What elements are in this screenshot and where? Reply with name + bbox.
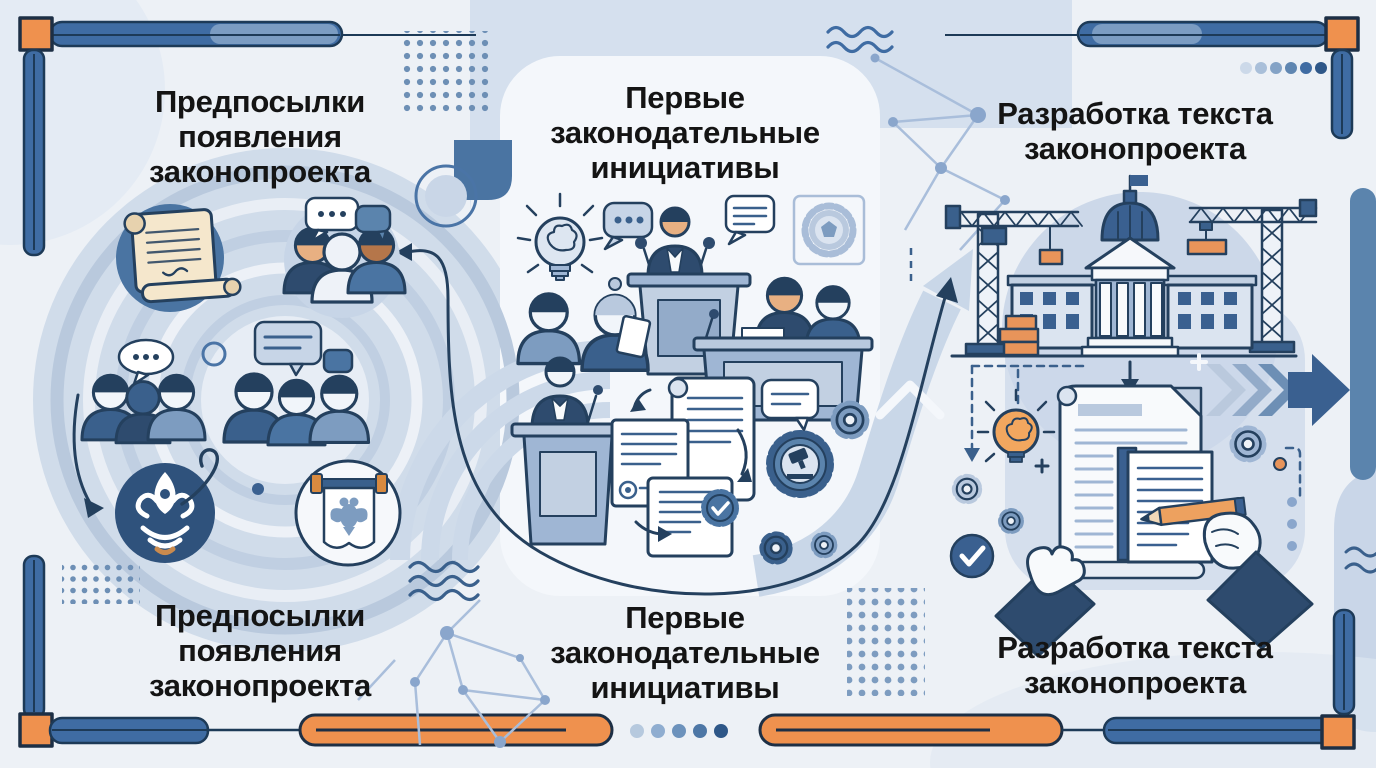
document-icon	[667, 376, 756, 502]
wave-lines-top	[826, 25, 894, 54]
double-eagle-icon	[330, 497, 368, 536]
progress-dots-bottom	[630, 724, 728, 738]
gear-icon	[835, 405, 864, 434]
hands-writing	[994, 496, 1314, 658]
small-dot-deco	[252, 483, 264, 495]
seal-badge-icon	[792, 194, 866, 266]
decorations	[62, 25, 1376, 748]
speech-bubble-icon	[602, 201, 654, 251]
pencil-icon	[1140, 496, 1247, 527]
speech-bubble-icon	[304, 196, 360, 243]
left-hand	[1026, 545, 1086, 597]
gear-icon	[763, 535, 788, 560]
construction-crane-icon	[1186, 198, 1318, 354]
lightbulb-icon	[976, 388, 1056, 474]
discussion-group-middle	[222, 320, 371, 447]
stage3-illustration	[944, 174, 1350, 658]
wave-lines-middle	[408, 560, 480, 602]
dot-column-right	[1287, 497, 1297, 551]
brick-stack-icon	[998, 314, 1040, 357]
frame	[18, 16, 1376, 750]
speech-bubble-icon	[117, 338, 175, 386]
orange-dot	[1273, 457, 1287, 471]
sparkle-icon	[1190, 353, 1208, 371]
dot-grid-bottom-left	[62, 564, 140, 604]
check-seal-icon	[701, 489, 739, 527]
discussion-group-left	[80, 338, 207, 445]
document-draft	[1052, 384, 1214, 580]
stage2-title-top: Первые законодательные инициативы	[550, 80, 820, 186]
speech-bubble-icon	[354, 204, 392, 244]
government-building-icon	[950, 174, 1298, 358]
dot-grid-bottom-middle	[847, 588, 925, 696]
stage1-title-bottom: Предпосылки появления законопроекта	[149, 598, 371, 704]
chevron-arrows-icon	[1206, 354, 1350, 426]
wave-lines-right-edge	[1344, 546, 1376, 574]
frame-corner-top-right	[1324, 16, 1360, 52]
approval-stamp-icon	[766, 430, 834, 498]
document-stack	[610, 376, 756, 558]
frame-corner-top-left	[18, 16, 54, 52]
circle-outline-deco	[414, 164, 478, 228]
frame-corner-bottom-right	[1320, 714, 1356, 750]
stage2-illustration	[510, 192, 874, 561]
document-icon	[646, 476, 739, 558]
right-hand	[1202, 511, 1262, 570]
dashed-guides	[970, 364, 1302, 500]
scroll-icon	[116, 204, 242, 312]
speech-bubble-icon	[724, 194, 776, 246]
listener-woman-clipboard	[580, 277, 652, 372]
gear-icon	[956, 478, 979, 501]
network-graph-bottom-left	[357, 599, 550, 748]
stage1-title-top: Предпосылки появления законопроекта	[149, 84, 371, 190]
stage2-title-bottom: Первые законодательные инициативы	[550, 600, 820, 706]
flag-icon	[1130, 175, 1148, 186]
coat-of-arms-scroll-icon	[294, 459, 402, 567]
sleeve	[1206, 550, 1314, 650]
quill-seal-icon	[115, 448, 219, 563]
gear-icon	[1001, 511, 1021, 531]
arrow-down-left	[72, 393, 104, 518]
rounded-square-deco	[454, 140, 512, 200]
gear-icon	[814, 535, 834, 555]
gear-icon	[1234, 430, 1262, 458]
discussion-group-top	[282, 196, 407, 318]
stage1-illustration	[72, 196, 407, 567]
progress-dots-top-right	[1240, 62, 1327, 74]
lightbulb-icon	[516, 192, 604, 281]
construction-crane-icon	[944, 204, 1083, 356]
stage3-title-top: Разработка текста законопроекта	[997, 96, 1273, 167]
frame-bar-right-edge	[1350, 188, 1376, 480]
flow-connector-line	[396, 243, 958, 596]
speaker-at-podium	[626, 206, 752, 376]
flow-band-stage2-stage3	[752, 249, 973, 597]
stage3-title-bottom: Разработка текста законопроекта	[997, 630, 1273, 701]
checkmark-circle-icon	[949, 533, 995, 579]
speech-bubble-icon	[760, 378, 820, 432]
speech-bubble-icon	[253, 320, 354, 377]
dot-column-left	[72, 144, 82, 250]
dot-grid-top	[401, 31, 492, 115]
speaker-at-podium-2	[510, 356, 626, 546]
frame-corner-bottom-left	[18, 712, 54, 748]
small-circle-deco	[201, 341, 227, 367]
flow-arrows	[630, 388, 752, 542]
